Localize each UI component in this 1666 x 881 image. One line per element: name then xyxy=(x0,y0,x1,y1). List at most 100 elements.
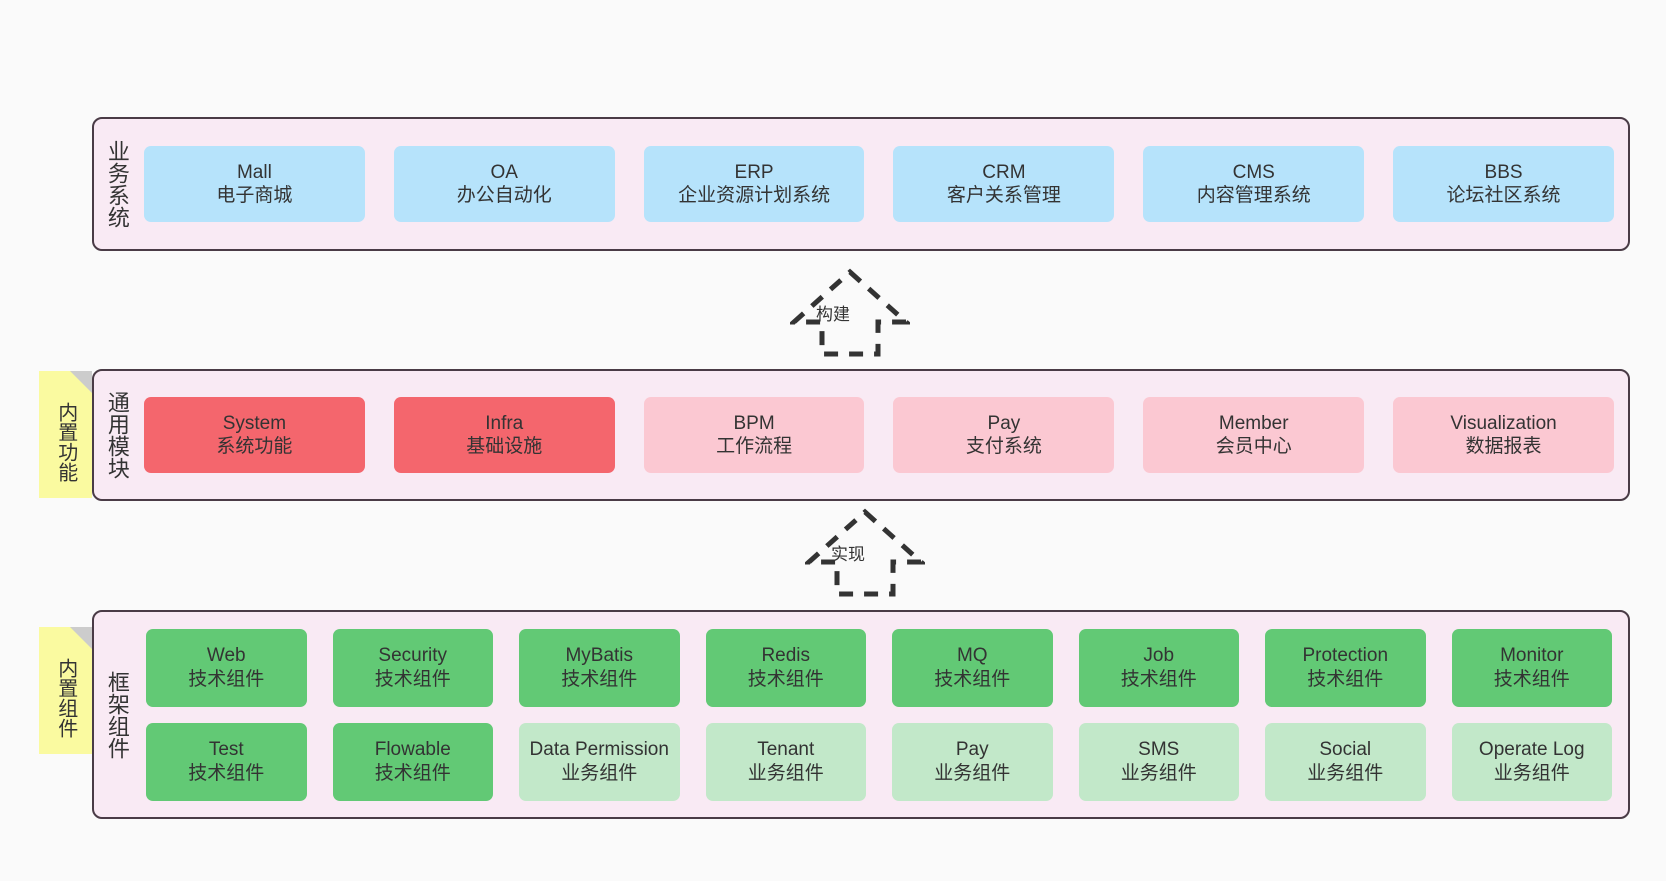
card-title: Tenant xyxy=(757,739,815,761)
card-subtitle: 业务组件 xyxy=(1307,762,1384,784)
card-system[interactable]: System 系统功能 xyxy=(144,397,365,473)
card-data-permission[interactable]: Data Permission 业务组件 xyxy=(519,722,680,801)
card-subtitle: 业务组件 xyxy=(934,762,1011,784)
card-social[interactable]: Social 业务组件 xyxy=(1265,722,1426,801)
layer-row: Test 技术组件 Flowable 技术组件 Data Permission … xyxy=(146,722,1612,801)
card-protection[interactable]: Protection 技术组件 xyxy=(1265,628,1426,707)
card-crm[interactable]: CRM 客户关系管理 xyxy=(893,146,1115,222)
card-title: Redis xyxy=(761,645,811,667)
layer-business-systems[interactable]: 业务系统 Mall 电子商城 OA 办公自动化 ERP 企业资源计划系统 CRM… xyxy=(92,117,1630,251)
card-title: Test xyxy=(208,739,244,761)
card-title: ERP xyxy=(734,161,774,183)
card-subtitle: 会员中心 xyxy=(1215,436,1292,457)
card-title: Pay xyxy=(955,739,989,761)
card-operate-log[interactable]: Operate Log 业务组件 xyxy=(1451,722,1612,801)
note-fold-icon xyxy=(70,627,92,649)
card-mall[interactable]: Mall 电子商城 xyxy=(144,146,365,222)
card-subtitle: 论坛社区系统 xyxy=(1446,185,1561,206)
card-title: CRM xyxy=(982,161,1026,183)
card-subtitle: 业务组件 xyxy=(747,762,824,784)
card-oa[interactable]: OA 办公自动化 xyxy=(393,146,615,222)
card-subtitle: 技术组件 xyxy=(374,668,451,690)
card-title: Social xyxy=(1319,739,1372,761)
card-title: Monitor xyxy=(1500,645,1564,667)
card-subtitle: 工作流程 xyxy=(716,436,793,457)
layer-body-framework-components: Web 技术组件 Security 技术组件 MyBatis 技术组件 Redi… xyxy=(140,612,1628,817)
card-redis[interactable]: Redis 技术组件 xyxy=(705,628,866,707)
card-visualization[interactable]: Visualization 数据报表 xyxy=(1393,397,1614,473)
note-builtin-components[interactable]: 内置组件 xyxy=(39,627,92,754)
layer-framework-components[interactable]: 框架组件 Web 技术组件 Security 技术组件 MyBatis 技术组件… xyxy=(92,610,1630,819)
note-label: 内置组件 xyxy=(54,657,77,738)
card-erp[interactable]: ERP 企业资源计划系统 xyxy=(643,146,865,222)
card-subtitle: 技术组件 xyxy=(561,668,638,690)
card-subtitle: 业务组件 xyxy=(1493,762,1570,784)
card-title: Mall xyxy=(236,161,272,183)
build-arrow-label: 构建 xyxy=(816,305,850,324)
layer-row: System 系统功能 Infra 基础设施 BPM 工作流程 Pay 支付系统… xyxy=(144,397,1614,473)
card-subtitle: 技术组件 xyxy=(934,668,1011,690)
card-subtitle: 业务组件 xyxy=(1120,762,1197,784)
note-label: 内置功能 xyxy=(54,401,77,482)
card-title: SMS xyxy=(1138,739,1180,761)
card-job[interactable]: Job 技术组件 xyxy=(1078,628,1239,707)
card-subtitle: 技术组件 xyxy=(1307,668,1384,690)
note-fold-icon xyxy=(70,371,92,393)
card-subtitle: 数据报表 xyxy=(1465,436,1542,457)
card-subtitle: 客户关系管理 xyxy=(946,185,1061,206)
card-title: OA xyxy=(490,161,518,183)
card-subtitle: 技术组件 xyxy=(747,668,824,690)
card-subtitle: 技术组件 xyxy=(1120,668,1197,690)
card-subtitle: 企业资源计划系统 xyxy=(678,185,831,206)
layer-title-framework-components: 框架组件 xyxy=(104,670,130,759)
card-subtitle: 支付系统 xyxy=(965,436,1042,457)
card-title: Protection xyxy=(1302,645,1389,667)
layer-title-common-modules: 通用模块 xyxy=(104,391,130,479)
card-title: Web xyxy=(206,645,246,667)
card-title: BPM xyxy=(733,412,775,434)
layer-row: Mall 电子商城 OA 办公自动化 ERP 企业资源计划系统 CRM 客户关系… xyxy=(144,146,1614,222)
implement-arrow-label: 实现 xyxy=(831,545,865,564)
card-subtitle: 系统功能 xyxy=(216,436,293,457)
card-flowable[interactable]: Flowable 技术组件 xyxy=(332,722,493,801)
implement-arrow xyxy=(805,508,925,597)
card-subtitle: 技术组件 xyxy=(188,762,265,784)
card-title: Member xyxy=(1218,412,1289,434)
card-pay-module[interactable]: Pay 支付系统 xyxy=(893,397,1115,473)
card-test[interactable]: Test 技术组件 xyxy=(146,722,307,801)
layer-row: Web 技术组件 Security 技术组件 MyBatis 技术组件 Redi… xyxy=(146,628,1612,707)
card-sms[interactable]: SMS 业务组件 xyxy=(1078,722,1239,801)
card-monitor[interactable]: Monitor 技术组件 xyxy=(1451,628,1612,707)
card-web[interactable]: Web 技术组件 xyxy=(146,628,307,707)
card-pay-component[interactable]: Pay 业务组件 xyxy=(892,722,1053,801)
card-title: Visualization xyxy=(1450,412,1557,434)
card-title: Pay xyxy=(987,412,1021,434)
card-title: CMS xyxy=(1232,161,1275,183)
card-title: MyBatis xyxy=(565,645,634,667)
note-builtin-features[interactable]: 内置功能 xyxy=(39,371,92,498)
card-subtitle: 技术组件 xyxy=(374,762,451,784)
card-infra[interactable]: Infra 基础设施 xyxy=(393,397,615,473)
card-bpm[interactable]: BPM 工作流程 xyxy=(643,397,865,473)
layer-title-business-systems: 业务系统 xyxy=(104,140,130,228)
card-title: BBS xyxy=(1484,161,1523,183)
card-subtitle: 电子商城 xyxy=(216,185,293,206)
layer-common-modules[interactable]: 通用模块 System 系统功能 Infra 基础设施 BPM 工作流程 Pay… xyxy=(92,369,1630,501)
card-mybatis[interactable]: MyBatis 技术组件 xyxy=(519,628,680,707)
card-title: Infra xyxy=(485,412,524,434)
card-title: Job xyxy=(1143,645,1175,667)
card-subtitle: 技术组件 xyxy=(188,668,265,690)
card-bbs[interactable]: BBS 论坛社区系统 xyxy=(1393,146,1614,222)
card-subtitle: 业务组件 xyxy=(561,762,638,784)
card-title: Operate Log xyxy=(1478,739,1585,761)
card-title: Security xyxy=(378,645,448,667)
card-member[interactable]: Member 会员中心 xyxy=(1143,397,1365,473)
card-mq[interactable]: MQ 技术组件 xyxy=(892,628,1053,707)
card-tenant[interactable]: Tenant 业务组件 xyxy=(705,722,866,801)
card-cms[interactable]: CMS 内容管理系统 xyxy=(1143,146,1365,222)
card-subtitle: 内容管理系统 xyxy=(1196,185,1311,206)
card-security[interactable]: Security 技术组件 xyxy=(332,628,493,707)
build-arrow xyxy=(790,268,910,357)
card-title: Data Permission xyxy=(529,739,669,761)
